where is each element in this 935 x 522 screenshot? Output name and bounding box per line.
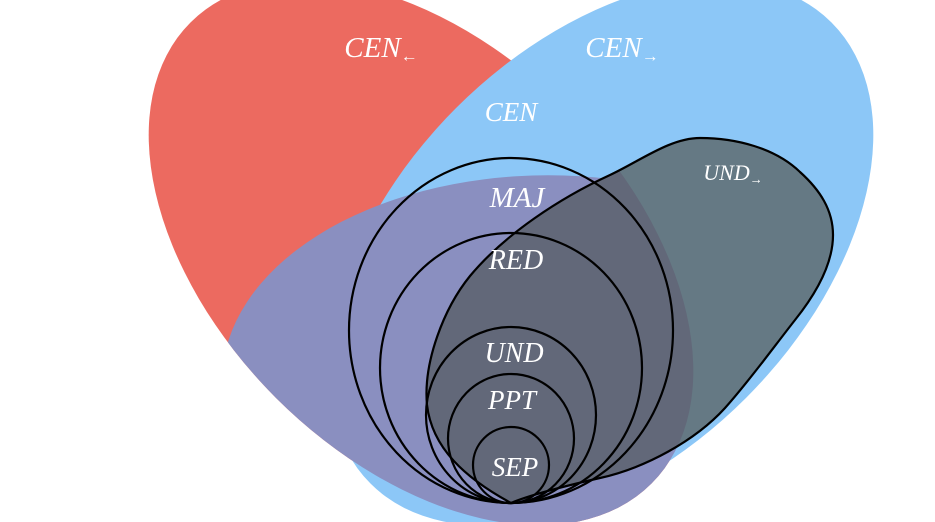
label-sep: SEP — [492, 452, 539, 482]
label-cen: CEN — [485, 97, 540, 127]
label-maj: MAJ — [489, 182, 546, 214]
label-und-right-subscript-arrow-icon: → — [750, 171, 763, 186]
label-cen-left: CEN← — [344, 32, 417, 65]
sep-circle — [471, 425, 551, 505]
label-ppt: PPT — [487, 385, 538, 415]
label-und: UND — [484, 338, 543, 369]
und-right-outline — [425, 136, 835, 505]
label-und-right: UND→ — [703, 160, 762, 186]
label-cen-right-subscript-arrow-icon: → — [642, 46, 659, 65]
label-cen-right: CEN→ — [585, 32, 658, 65]
label-cen-left-subscript-arrow-icon: ← — [401, 46, 418, 65]
label-red: RED — [488, 245, 543, 276]
